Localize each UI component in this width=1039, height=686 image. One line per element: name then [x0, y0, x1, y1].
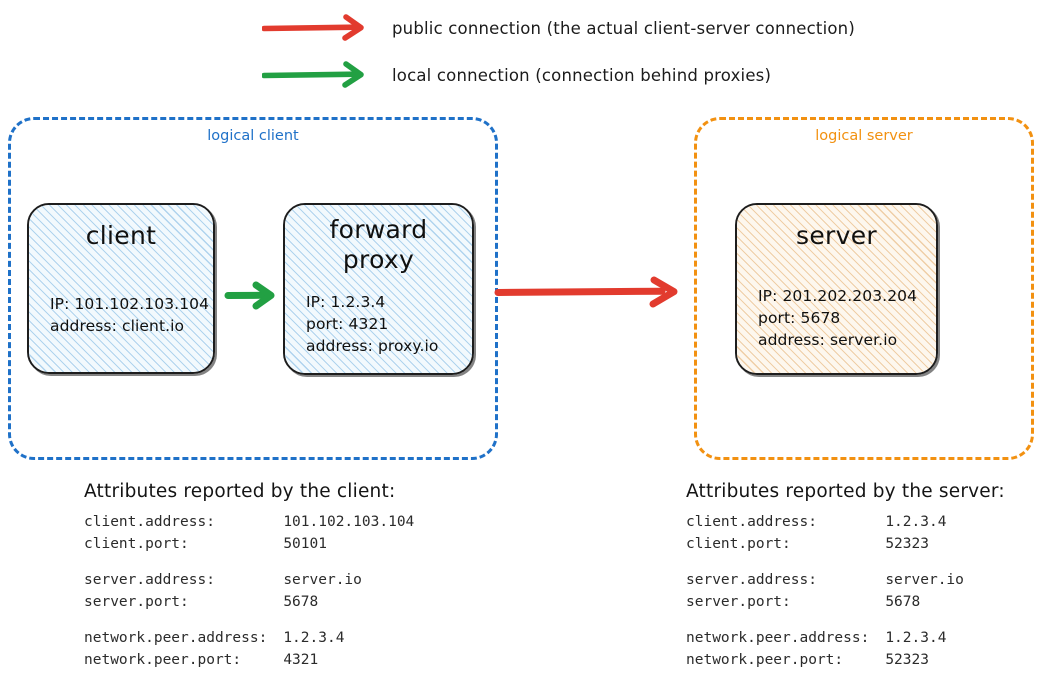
- attribute-key: network.peer.address:: [84, 630, 268, 647]
- attribute-key: server.port:: [84, 594, 189, 611]
- spacer-cell: [686, 613, 964, 627]
- attribute-value: 1.2.3.4: [885, 630, 947, 647]
- spacer-cell: [84, 555, 414, 569]
- attribute-value: 52323: [885, 536, 929, 553]
- attribute-key: client.port:: [84, 536, 189, 553]
- attribute-value: 5678: [885, 594, 921, 611]
- table-row: client.address: 101.102.103.104: [84, 511, 414, 533]
- attributes-block-server: Attributes reported by the server: clien…: [686, 481, 1005, 671]
- attribute-key: client.port:: [686, 536, 791, 553]
- attribute-key: server.address:: [84, 572, 215, 589]
- node-client-details: IP: 101.102.103.104 address: client.io: [50, 295, 210, 335]
- table-row-spacer: [84, 613, 414, 627]
- attributes-heading-client: Attributes reported by the client:: [84, 481, 396, 502]
- attribute-key: server.port:: [686, 594, 791, 611]
- attributes-table-client: client.address: 101.102.103.104 client.por…: [84, 511, 414, 671]
- table-row: server.port: 5678: [84, 591, 414, 613]
- table-row: client.port: 52323: [686, 533, 964, 555]
- table-row: server.address: server.io: [84, 569, 414, 591]
- table-row: network.peer.address: 1.2.3.4: [686, 627, 964, 649]
- attribute-value: server.io: [885, 572, 964, 589]
- attribute-value: 5678: [283, 594, 319, 611]
- group-title-logical-client: logical client: [207, 128, 299, 144]
- node-forward-proxy-details: IP: 1.2.3.4 port: 4321 address: proxy.io: [306, 293, 439, 355]
- group-title-logical-server: logical server: [815, 128, 913, 144]
- table-row: server.port: 5678: [686, 591, 964, 613]
- table-row: server.address: server.io: [686, 569, 964, 591]
- group-logical-server: logical server: [694, 117, 1034, 460]
- legend-row-local-connection: local connection (connection behind prox…: [262, 60, 771, 90]
- node-client[interactable]: client IP: 101.102.103.104 address: clie…: [27, 203, 215, 374]
- attribute-key: server.address:: [686, 572, 817, 589]
- legend-label-public-connection: public connection (the actual client-ser…: [392, 18, 855, 38]
- legend-label-local-connection: local connection (connection behind prox…: [392, 65, 772, 85]
- attribute-key: client.address:: [84, 514, 215, 530]
- table-row: client.address: 1.2.3.4: [686, 511, 964, 533]
- attribute-key: client.address:: [686, 514, 817, 530]
- legend-row-public-connection: public connection (the actual client-ser…: [262, 13, 855, 43]
- attribute-key: network.peer.port:: [686, 652, 844, 669]
- node-server-title: server: [796, 221, 877, 250]
- attribute-key: network.peer.address:: [686, 630, 870, 647]
- table-row: network.peer.port: 4321: [84, 649, 414, 671]
- connector-proxy-to-server-red-arrow: [494, 276, 678, 308]
- node-client-title: client: [85, 221, 157, 250]
- table-row-spacer: [84, 555, 414, 569]
- attribute-value: 4321: [283, 652, 319, 669]
- node-server[interactable]: server IP: 201.202.203.204 port: 5678 ad…: [735, 203, 938, 375]
- attributes-table-client-body: client.address: 101.102.103.104 client.por…: [84, 511, 414, 671]
- node-forward-proxy-title: forward proxy: [329, 215, 428, 274]
- table-row: network.peer.address: 1.2.3.4: [84, 627, 414, 649]
- attributes-heading-server: Attributes reported by the server:: [686, 481, 1005, 502]
- attribute-value: server.io: [283, 572, 362, 589]
- attribute-value: 52323: [885, 652, 929, 669]
- spacer-cell: [84, 613, 414, 627]
- table-row: network.peer.port: 52323: [686, 649, 964, 671]
- table-row: client.port: 50101: [84, 533, 414, 555]
- spacer-cell: [686, 555, 964, 569]
- node-server-details: IP: 201.202.203.204 port: 5678 address: …: [758, 287, 918, 349]
- table-row-spacer: [686, 555, 964, 569]
- red-arrow-icon: [262, 14, 364, 41]
- attribute-value: 50101: [283, 536, 327, 553]
- table-row-spacer: [686, 613, 964, 627]
- green-arrow-icon: [262, 61, 364, 88]
- attribute-value: 1.2.3.4: [885, 514, 947, 530]
- node-forward-proxy[interactable]: forward proxy IP: 1.2.3.4 port: 4321 add…: [283, 203, 474, 375]
- attributes-block-client: Attributes reported by the client: clien…: [84, 481, 414, 671]
- attribute-key: network.peer.port:: [84, 652, 242, 669]
- attribute-value: 1.2.3.4: [283, 630, 345, 647]
- attribute-value: 101.102.103.104: [283, 514, 415, 530]
